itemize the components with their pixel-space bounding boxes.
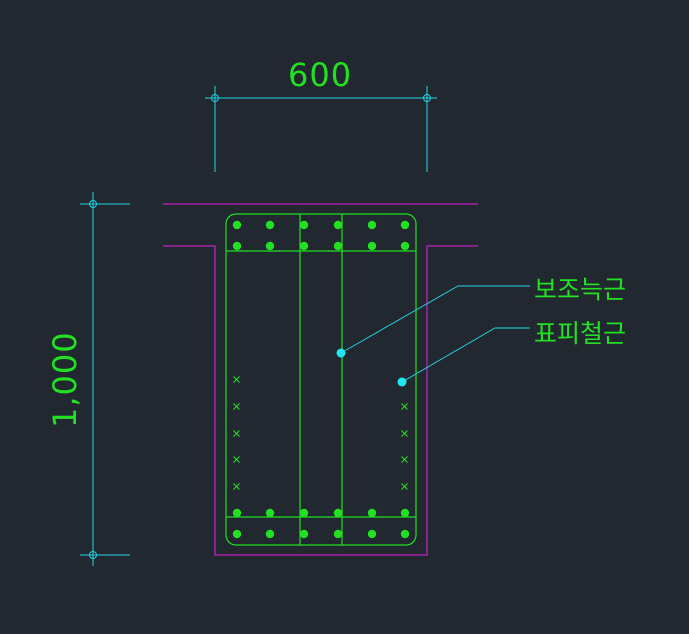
- rebar-bot-5: [367, 508, 377, 518]
- beam-web-outline: [163, 245, 478, 556]
- rebar-top-2: [265, 220, 275, 230]
- rebar-top2-5: [367, 241, 377, 251]
- rebar-top2-1: [232, 241, 242, 251]
- left-dim-tick-bottom: [89, 551, 97, 559]
- leader-lines: [340, 285, 530, 383]
- height-dimension-label: 1,000: [46, 331, 84, 428]
- rebar-bot2-5: [367, 529, 377, 539]
- leader-skin: [401, 327, 530, 383]
- rebar-bot-3: [299, 508, 309, 518]
- rebar-bot-1: [232, 508, 242, 518]
- leader-dot-stirrup: [336, 348, 346, 358]
- rebar-top2-2: [265, 241, 275, 251]
- skin-rebar-right-4: [401, 483, 408, 490]
- skin-rebar-left-2: [233, 403, 240, 410]
- leader-stirrup: [340, 285, 530, 354]
- stirrup-cage: [225, 213, 417, 546]
- leader-points: [336, 348, 407, 387]
- skin-rebar-right-1: [401, 403, 408, 410]
- callout-stirrup-label: 보조늑근: [534, 275, 627, 304]
- rebar-top-6: [400, 220, 410, 230]
- rebar-top2-6: [400, 241, 410, 251]
- left-dimension: [80, 192, 130, 566]
- skin-rebar-left-3: [233, 430, 240, 437]
- outer-stirrup: [225, 213, 417, 546]
- left-dim-tick-top: [89, 200, 97, 208]
- rebar-bot-6: [400, 508, 410, 518]
- top-rebars: [232, 220, 410, 251]
- rebar-top-4: [333, 220, 343, 230]
- top-dim-tick-left: [211, 94, 219, 102]
- rebar-top-1: [232, 220, 242, 230]
- rebar-bot2-2: [265, 529, 275, 539]
- skin-rebar-right-3: [401, 456, 408, 463]
- rebar-bot-2: [265, 508, 275, 518]
- callout-skin-rebar-label: 표피철근: [534, 319, 627, 348]
- rebar-bot2-1: [232, 529, 242, 539]
- bottom-rebars: [232, 508, 410, 539]
- skin-rebar-left-5: [233, 483, 240, 490]
- rebar-bot-4: [333, 508, 343, 518]
- rebar-bot2-6: [400, 529, 410, 539]
- rebar-bot2-3: [299, 529, 309, 539]
- top-dim-tick-right: [423, 94, 431, 102]
- leader-dot-skin: [397, 377, 407, 387]
- rebar-bot2-4: [333, 529, 343, 539]
- width-dimension-label: 600: [288, 56, 353, 94]
- skin-rebars: [233, 376, 408, 490]
- top-dimension: [205, 86, 437, 172]
- skin-rebar-left-1: [233, 376, 240, 383]
- rebar-top-5: [367, 220, 377, 230]
- rebar-top2-4: [333, 241, 343, 251]
- concrete-outline: [163, 203, 478, 556]
- skin-rebar-left-4: [233, 456, 240, 463]
- skin-rebar-right-2: [401, 430, 408, 437]
- rebar-top2-3: [299, 241, 309, 251]
- rebar-top-3: [299, 220, 309, 230]
